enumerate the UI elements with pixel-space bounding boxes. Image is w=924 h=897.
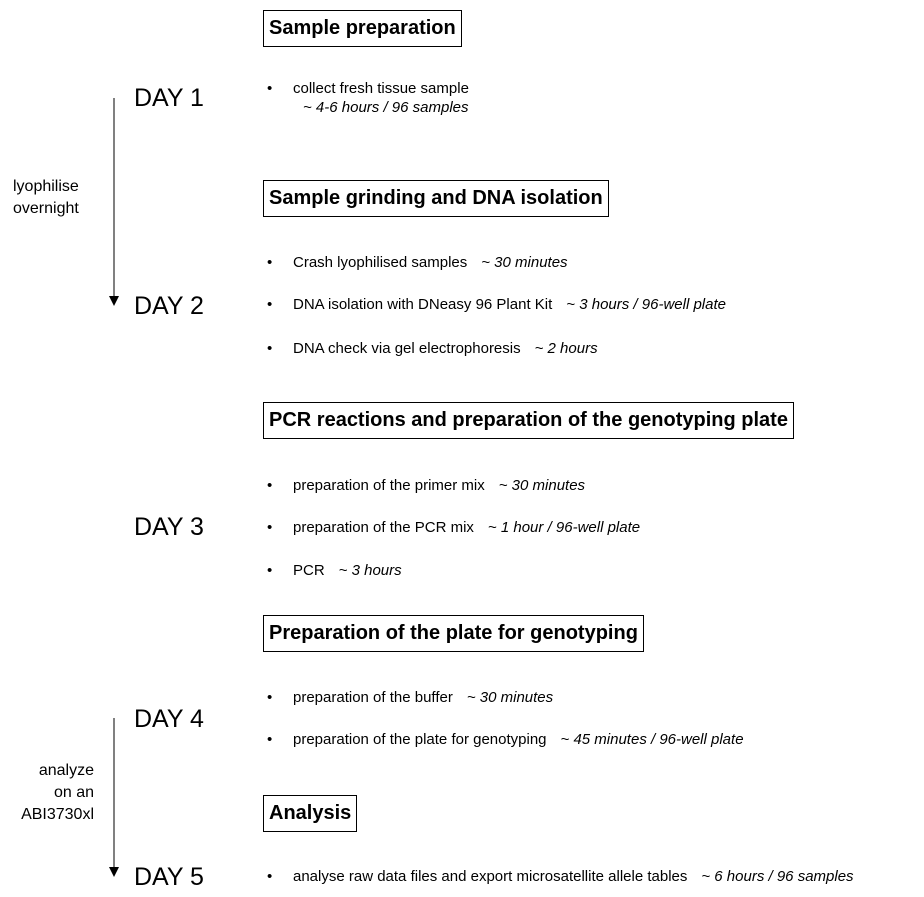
arrow-day4-to-day5 — [109, 718, 119, 877]
section-title-sample-preparation: Sample preparation — [263, 10, 462, 47]
step-duration: ~ 1 hour / 96-well plate — [487, 519, 641, 536]
bullet: • — [267, 731, 273, 748]
step-duration: ~ 45 minutes / 96-well plate — [560, 731, 744, 748]
section-title-analysis: Analysis — [263, 795, 358, 832]
bullet: • — [267, 254, 273, 271]
step-duration: ~ 2 hours — [534, 340, 598, 357]
step-dna-check: • DNA check via gel electrophoresis ~ 2 ho… — [267, 340, 598, 358]
step-duration: ~ 3 hours / 96-well plate — [566, 296, 726, 313]
step-text: preparation of the PCR mix — [293, 519, 474, 536]
step-duration: ~ 6 hours / 96 samples — [701, 868, 854, 885]
bullet: • — [267, 477, 273, 494]
day-1-label: DAY 1 — [134, 84, 204, 112]
bullet: • — [267, 340, 273, 357]
step-text: DNA isolation with DNeasy 96 Plant Kit — [293, 296, 553, 313]
step-plate-genotyping: • preparation of the plate for genotyping… — [267, 731, 744, 749]
step-duration: ~ 30 minutes — [466, 689, 554, 706]
step-text: preparation of the buffer — [293, 689, 453, 706]
bullet: • — [267, 868, 273, 885]
section-title-grinding-dna-isolation: Sample grinding and DNA isolation — [263, 180, 609, 217]
step-dna-isolation: • DNA isolation with DNeasy 96 Plant Kit ~… — [267, 296, 726, 314]
bullet: • — [267, 562, 273, 579]
step-duration: ~ 30 minutes — [498, 477, 586, 494]
step-primer-mix: • preparation of the primer mix ~ 30 minut… — [267, 477, 585, 495]
section-title-plate-preparation: Preparation of the plate for genotyping — [263, 615, 644, 652]
analyze-on-abi-label: analyze on an ABI3730xl — [21, 762, 94, 823]
bullet: • — [267, 296, 273, 313]
step-duration: ~ 30 minutes — [481, 254, 568, 271]
step-text: Crash lyophilised samples — [293, 254, 468, 271]
step-analyse-data: • analyse raw data files and export micro… — [267, 868, 854, 886]
step-text: collect fresh tissue sample — [293, 80, 469, 97]
step-text: analyse raw data files and export micros… — [293, 868, 688, 885]
step-text: PCR — [293, 562, 325, 579]
lyophilise-overnight-label: lyophilise overnight — [13, 178, 79, 217]
bullet: • — [267, 519, 273, 536]
step-duration: ~ 4-6 hours / 96 samples — [303, 99, 469, 116]
step-crash-samples: • Crash lyophilised samples ~ 30 minutes — [267, 254, 568, 272]
day-3-label: DAY 3 — [134, 513, 204, 541]
step-pcr: • PCR ~ 3 hours — [267, 562, 402, 580]
day-5-label: DAY 5 — [134, 863, 204, 891]
section-title-pcr-reactions: PCR reactions and preparation of the gen… — [263, 402, 794, 439]
step-buffer: • preparation of the buffer ~ 30 minutes — [267, 689, 553, 707]
step-collect-tissue: • collect fresh tissue sample — [267, 80, 469, 98]
day-2-label: DAY 2 — [134, 292, 204, 320]
step-text: preparation of the plate for genotyping — [293, 731, 547, 748]
step-text: preparation of the primer mix — [293, 477, 485, 494]
arrow-day1-to-day2 — [109, 98, 119, 306]
step-duration: ~ 3 hours — [338, 562, 402, 579]
step-text: DNA check via gel electrophoresis — [293, 340, 521, 357]
day-4-label: DAY 4 — [134, 705, 204, 733]
bullet: • — [267, 80, 273, 97]
step-pcr-mix: • preparation of the PCR mix ~ 1 hour / 96… — [267, 519, 640, 537]
bullet: • — [267, 689, 273, 706]
